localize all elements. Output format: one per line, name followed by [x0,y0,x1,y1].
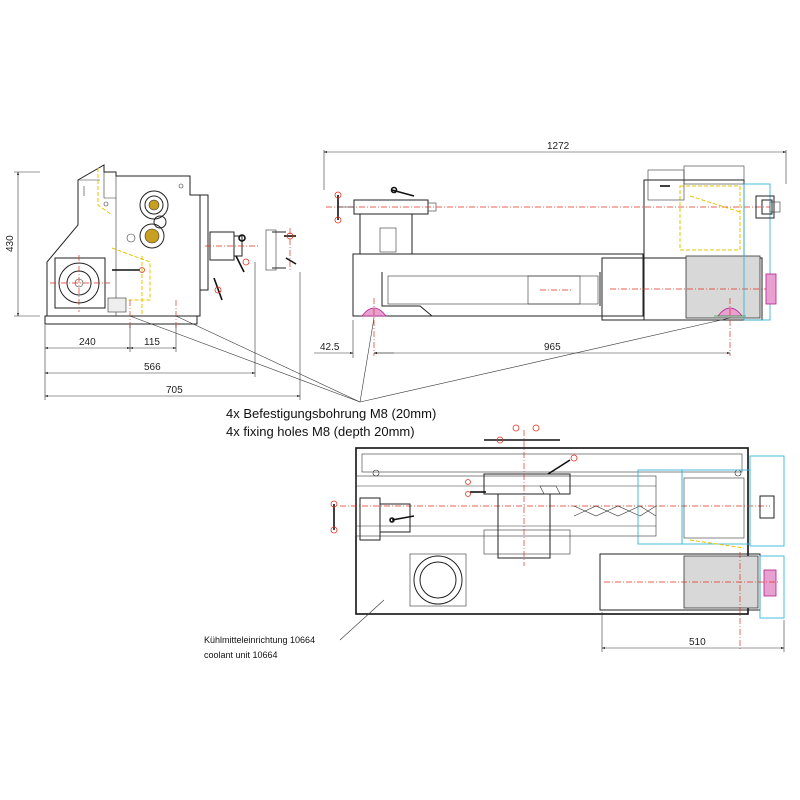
dim-510: 510 [689,637,706,648]
coolant-note-de: Kühlmitteleinrichtung 10664 [204,635,315,645]
dim-566: 566 [144,362,161,373]
dim-705: 705 [166,385,183,396]
dim-965: 965 [544,342,561,353]
dim-42-5: 42.5 [320,342,340,353]
side-view [44,164,297,330]
fixing-note-en: 4x fixing holes M8 (depth 20mm) [226,424,415,439]
tool-detail [265,228,297,272]
side-dimensions: 430 240 115 566 705 [5,171,301,400]
front-dimensions: 1272 42.5 965 [314,141,787,358]
fixing-note-de: 4x Befestigungsbohrung M8 (20mm) [226,406,436,421]
coolant-tank [409,553,467,607]
gear-train [126,190,169,249]
front-view [326,165,781,356]
top-view [330,424,785,650]
dim-1272: 1272 [547,141,570,152]
dim-height: 430 [5,235,16,252]
motor-pulley [50,255,110,312]
top-dimensions: 510 Kühlmitteleinrichtung 10664 coolant … [204,599,785,660]
dim-115: 115 [144,337,160,348]
fixing-note: 4x Befestigungsbohrung M8 (20mm) 4x fixi… [129,315,731,439]
coolant-note-en: coolant unit 10664 [204,650,278,660]
dim-240: 240 [79,337,96,348]
